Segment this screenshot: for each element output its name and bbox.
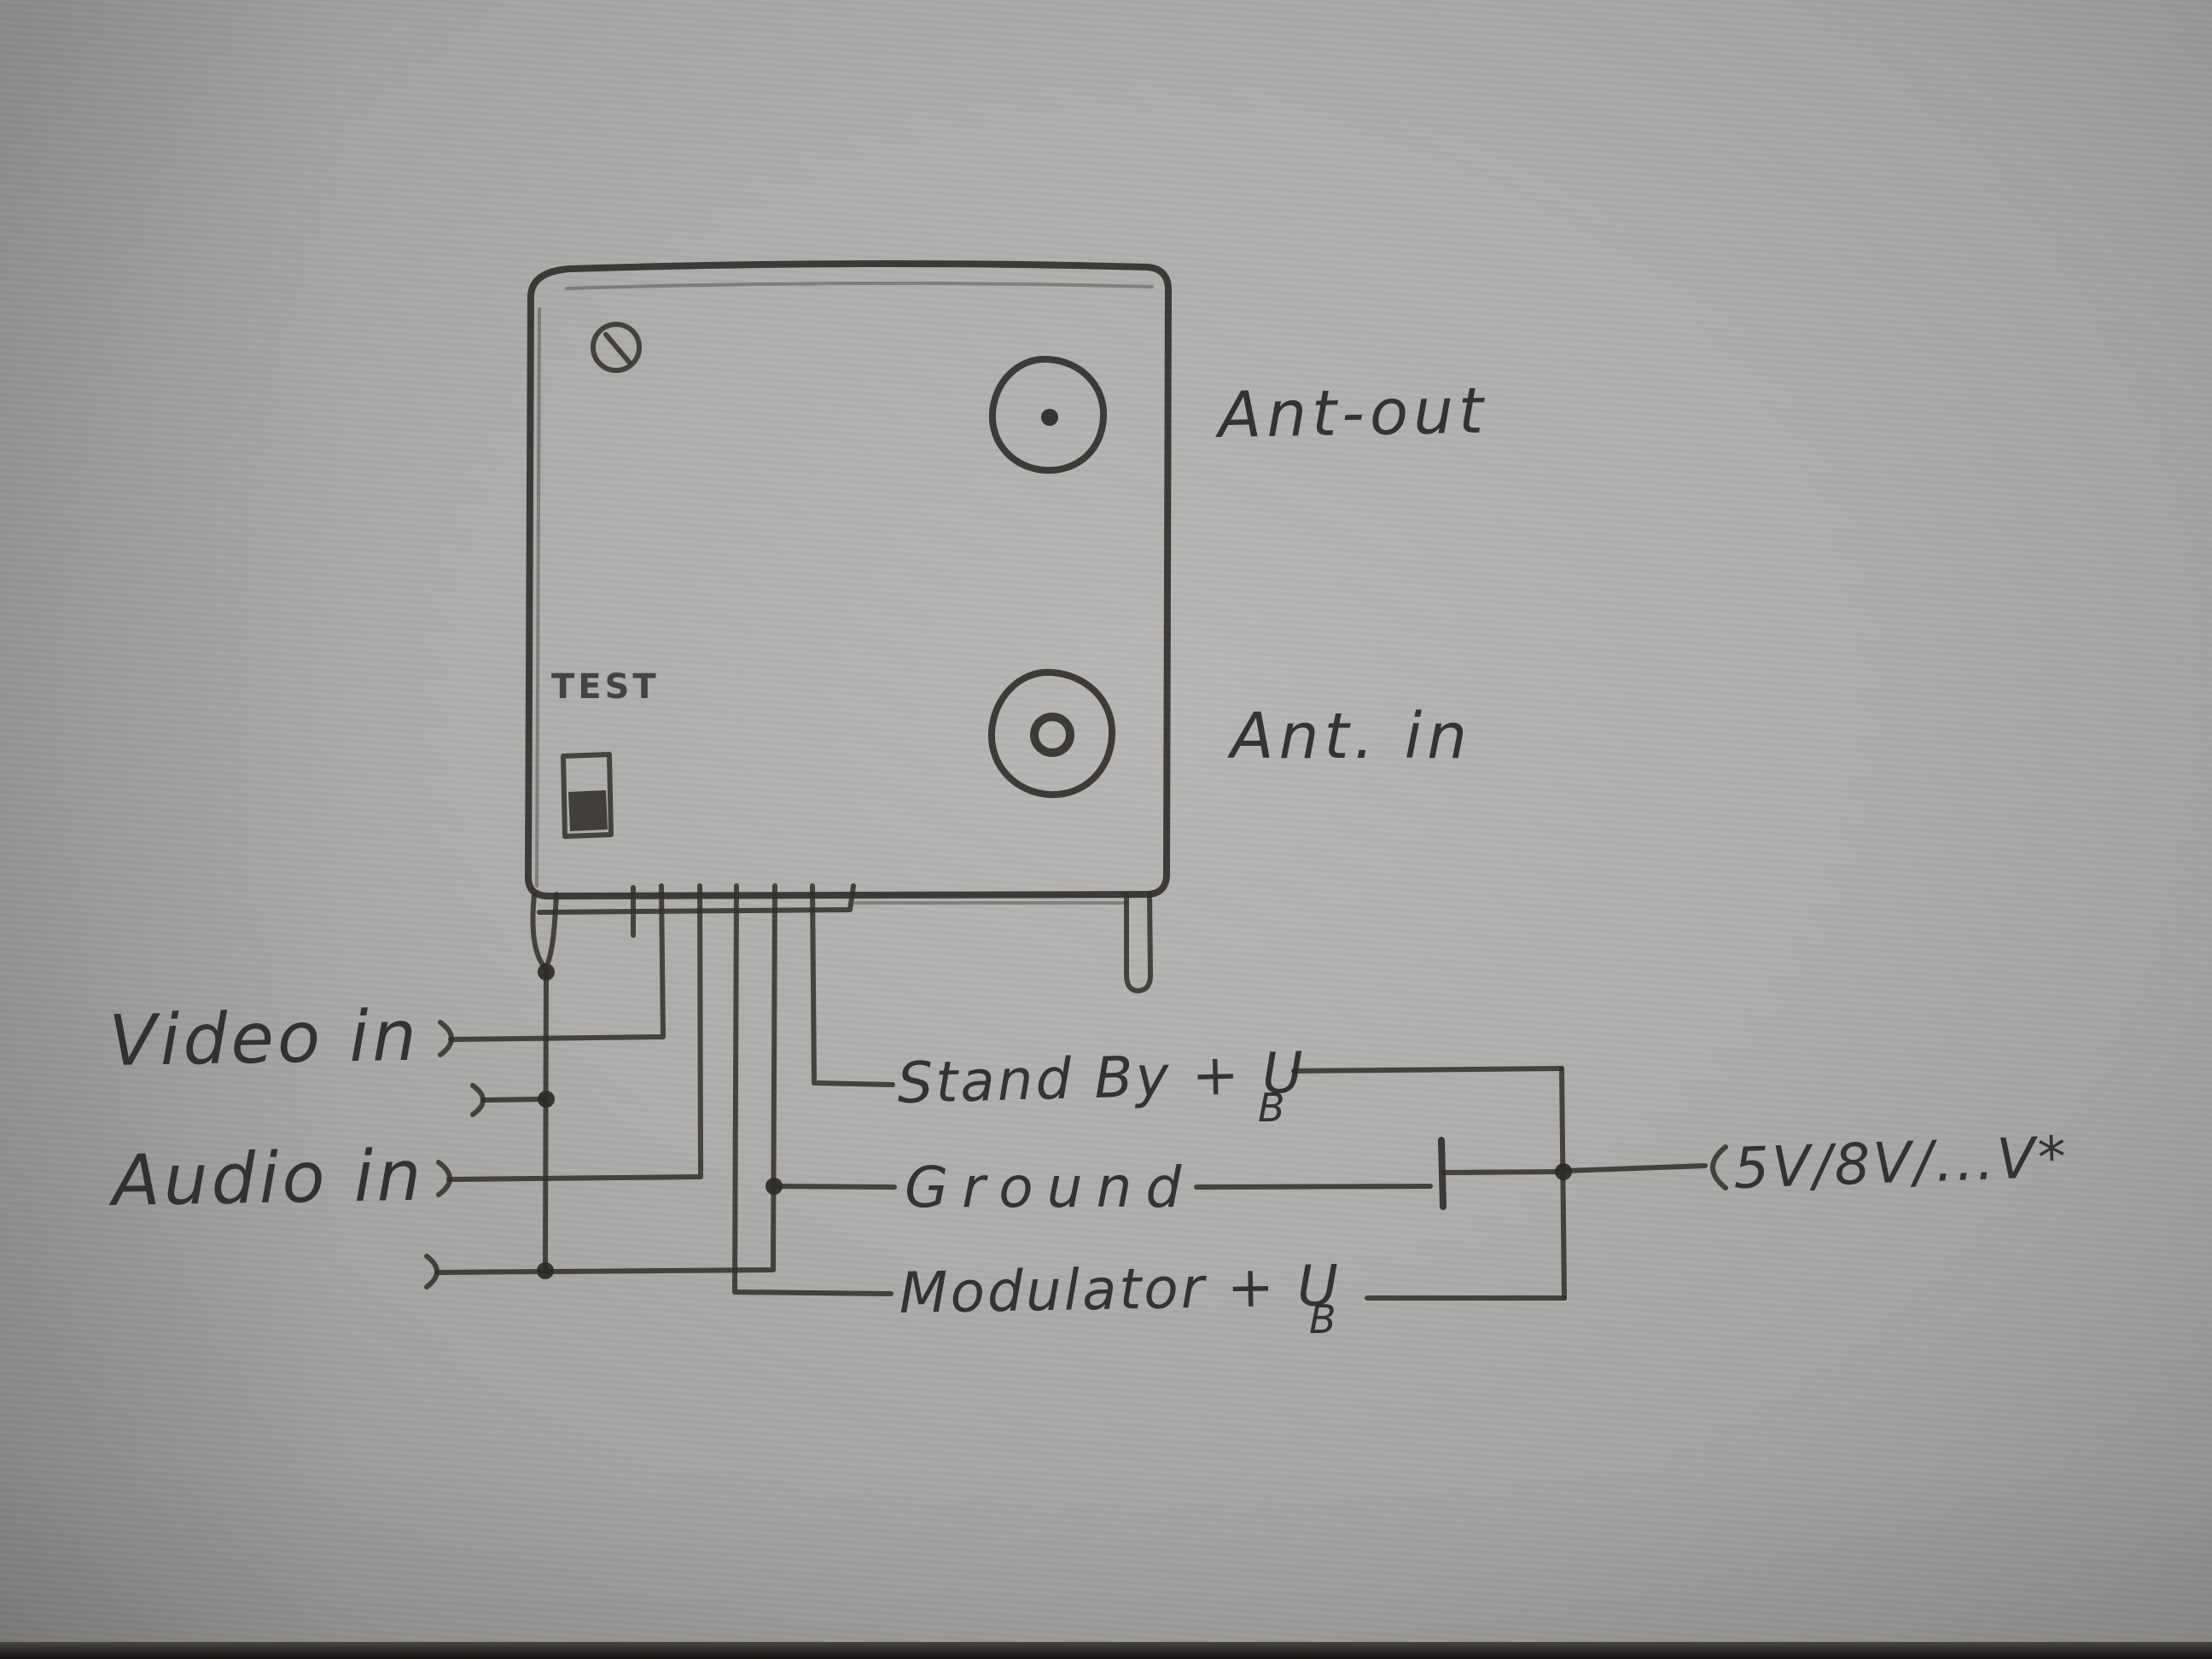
ant-in-connector [987,668,1116,799]
audio-plug-symbol [436,1160,452,1197]
junction-dot-supply [1555,1163,1572,1180]
supply-label: 5V/8V/...V* [1732,1124,2069,1202]
junction-dot-bus-bottom [537,1262,554,1279]
ant-out-connector [988,355,1108,474]
bar-junction-link [1441,1169,1564,1175]
junction-dot-bus-mid [538,1091,555,1108]
test-switch-outline [561,752,614,839]
audio-in-wire [446,883,703,1182]
ground-plug-symbol [424,1254,439,1289]
video-plug-symbol [438,1020,454,1057]
left-pin-hook-b [545,892,559,965]
screw-head-mark [591,322,642,373]
supply-wire [1563,1163,1708,1173]
ground-supply-link [1194,1184,1433,1190]
modulator-label: Modulator + U [899,1253,1342,1326]
module-outline-double-top [565,281,1154,290]
screw-slot-mark [603,332,632,364]
supply-plug-symbol [1710,1144,1728,1190]
standby-wire [810,883,895,1087]
module-outline-double-left [535,307,541,888]
ground-wire [434,883,777,1275]
ground-label: Ground [905,1155,1195,1220]
video-in-label: Video in [108,996,421,1082]
modulator-sub-label: B [1309,1296,1336,1342]
junction-dot-ground-tap [765,1178,783,1195]
bus-stub-wire [480,1097,545,1103]
ant-out-label: Ant-out [1214,374,1489,452]
left-pin-hook-a [530,892,548,970]
junction-dot-bus-top [538,963,555,981]
standby-bus-link [1291,1066,1564,1074]
ant-out-center-dot [1041,409,1058,426]
stub-plug-symbol [470,1083,486,1117]
ant-in-label: Ant. in [1227,700,1472,773]
modulator-wire [732,883,894,1296]
test-label: TEST [551,667,660,707]
supply-bracket-wire [1559,1066,1567,1301]
audio-in-label: Audio in [108,1136,425,1222]
module-outline [524,259,1172,899]
video-in-wire [448,883,666,1042]
ground-bus-wire [543,967,549,1274]
ant-in-center-ring [1030,713,1074,757]
standby-sub-label: B [1258,1085,1285,1131]
right-pin-hook [1124,892,1154,993]
standby-label: Stand By + U [896,1039,1307,1116]
pin-strip [537,883,856,915]
ground-tap-wire [771,1184,897,1190]
test-switch-fill [568,790,608,831]
